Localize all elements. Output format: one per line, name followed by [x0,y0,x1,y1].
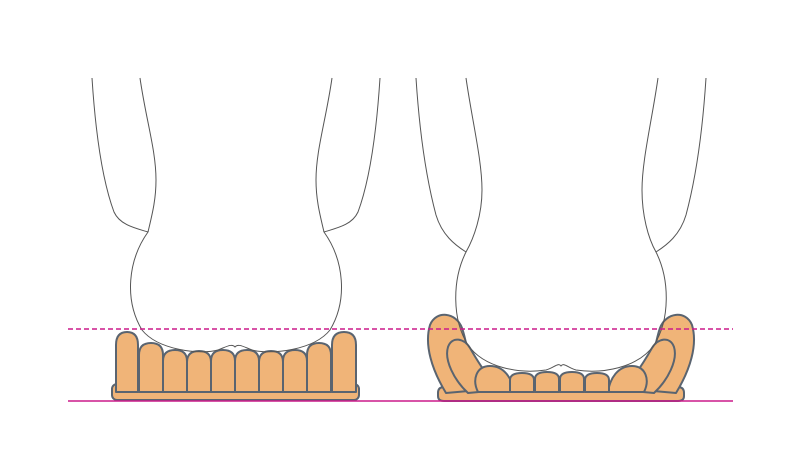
left-cell-10 [331,331,357,393]
right-cell-mid-1 [509,372,535,393]
left-cell-7 [258,350,284,393]
right-cell-mid-4 [584,372,610,393]
right-inner-leg-left [465,77,483,253]
left-figure [91,77,381,401]
left-cell-8 [282,349,308,393]
left-cell-2 [138,342,164,393]
right-inner-leg-right [641,77,659,253]
left-body-outline [91,77,381,353]
right-cell-third-left [474,365,515,393]
left-cell-3 [162,349,188,393]
right-figure [415,77,707,402]
right-cushion [426,313,696,402]
right-cell-third-right [607,365,648,393]
left-cell-4 [186,350,212,393]
left-cell-6 [234,349,260,393]
left-cell-1 [115,331,139,393]
right-body-outline [415,77,707,372]
left-inner-leg-left [139,77,157,233]
left-cushion [111,331,360,401]
left-inner-leg-right [315,77,333,233]
right-cell-mid-2 [534,371,560,393]
right-cell-mid-3 [559,371,585,393]
left-cell-5 [210,349,236,393]
left-cell-9 [306,342,332,393]
